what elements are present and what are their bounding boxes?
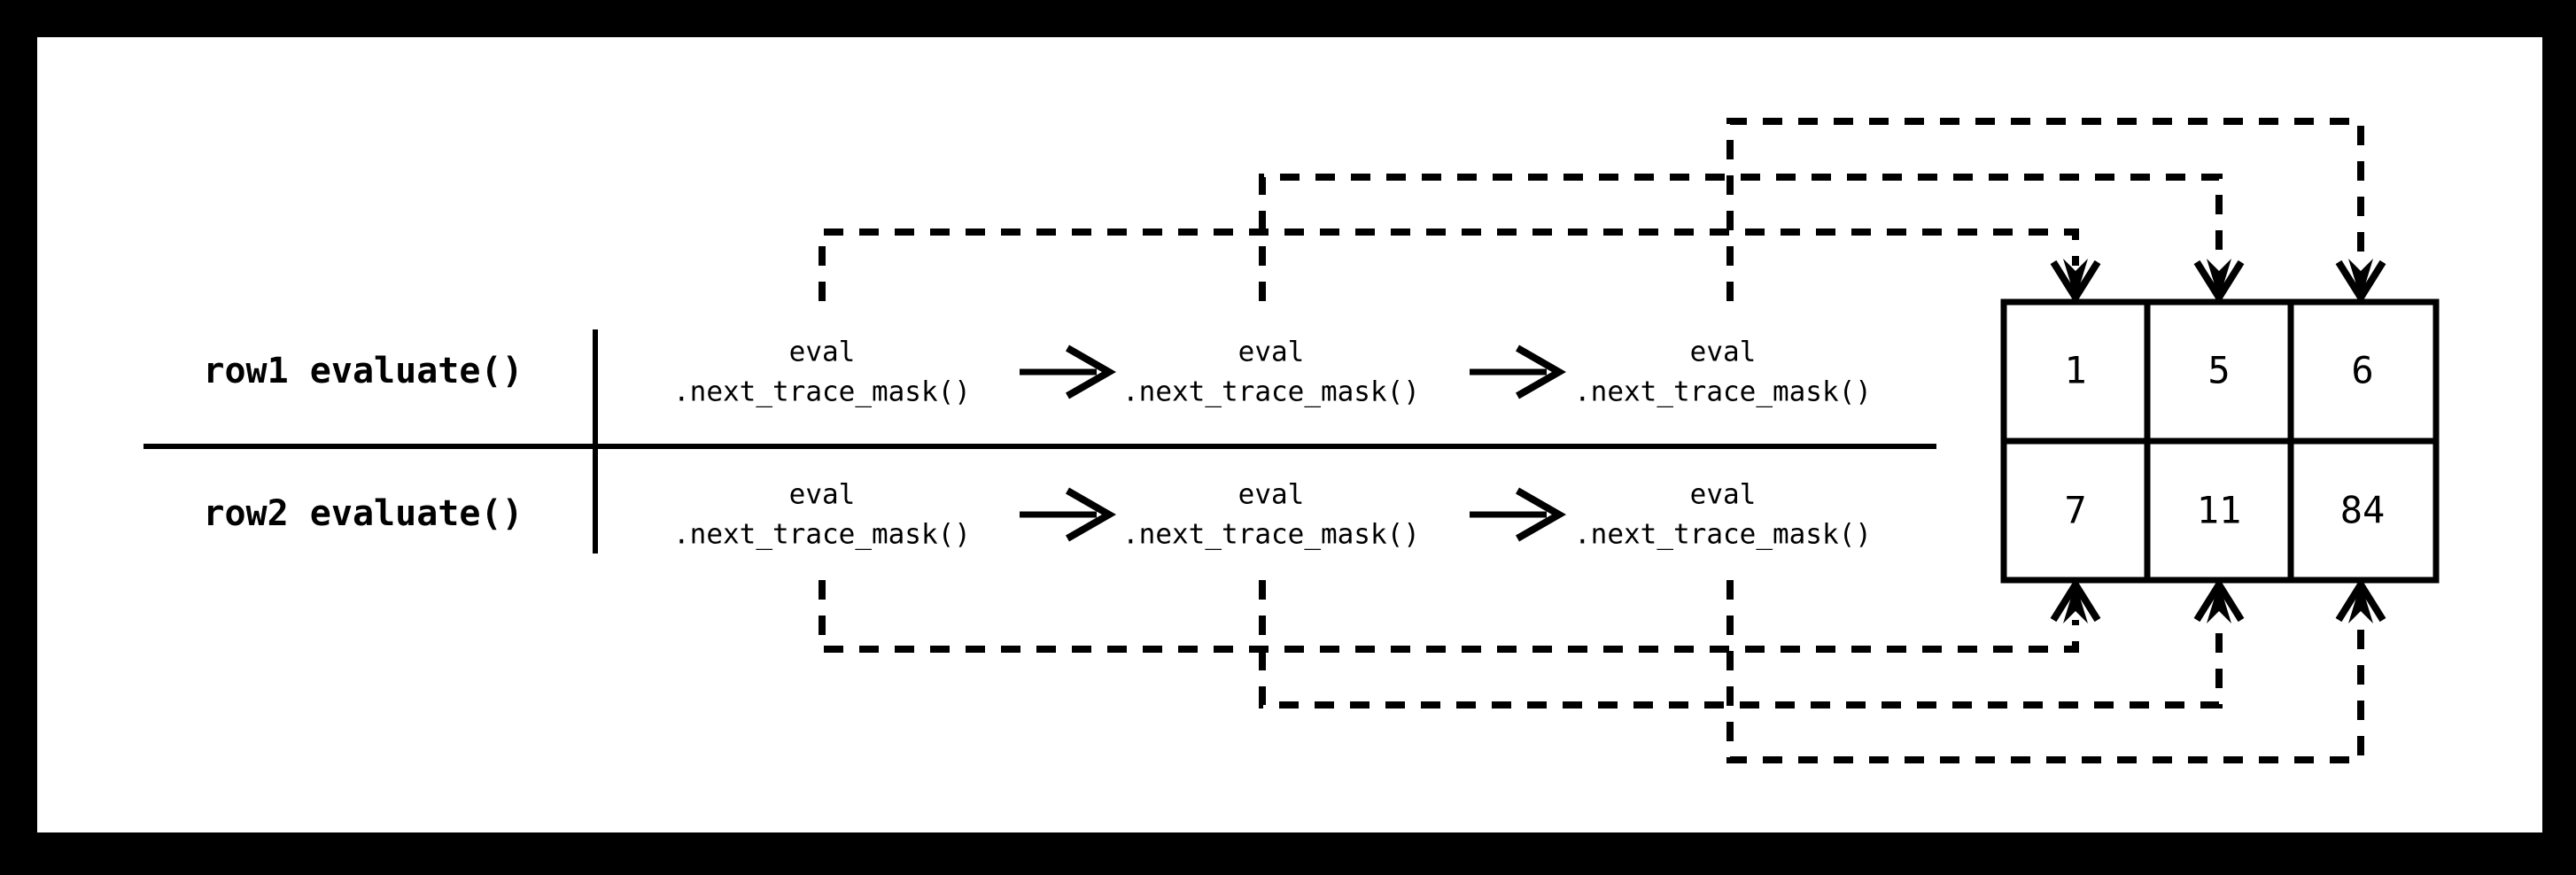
row1-stage-2-line2: .next_trace_mask(): [1122, 376, 1420, 408]
row2-stage1-to-col1-path: [819, 580, 2079, 653]
trace-cell-r1c2: 5: [2207, 349, 2230, 392]
trace-cell-r1c1: 1: [2064, 349, 2086, 392]
row1-stage2-to-col2-path: [1259, 174, 2223, 301]
trace-cell-r1c3: 6: [2351, 349, 2373, 392]
row1-col1-arrowhead-fill-icon: [2063, 259, 2088, 299]
row1-stage3-to-col3-path: [1726, 118, 2364, 301]
row2-stage-3-line2: .next_trace_mask(): [1574, 519, 1872, 551]
row1-stage1-to-col1-path: [819, 228, 2079, 301]
row1-flow-arrow-2-icon: [1470, 345, 1567, 399]
row2-to-table-connections: [819, 577, 2386, 763]
row1-stage-2: eval .next_trace_mask(): [1122, 337, 1420, 408]
row2-col3-arrowhead-fill-icon: [2348, 583, 2373, 623]
row1-flow-arrow-1-icon: [1020, 345, 1117, 399]
row2-stage-3-line1: eval: [1690, 479, 1757, 511]
trace-cell-r2c1: 7: [2064, 489, 2086, 532]
row1-stage-3-line1: eval: [1690, 337, 1757, 368]
row2-stage-1: eval .next_trace_mask(): [673, 479, 971, 551]
row2-flow-arrow-2-icon: [1470, 487, 1567, 542]
row1-stage-1: eval .next_trace_mask(): [673, 337, 971, 408]
row2-group: row2 evaluate() eval .next_trace_mask() …: [203, 479, 1872, 551]
row1-col3-arrowhead-fill-icon: [2348, 259, 2373, 299]
row2-col2-arrowhead-fill-icon: [2207, 583, 2231, 623]
row1-label: row1 evaluate(): [203, 351, 523, 391]
trace-cell-r2c3: 84: [2340, 489, 2386, 532]
row1-stage-3-line2: .next_trace_mask(): [1574, 376, 1872, 408]
row2-flow-arrow-1-icon: [1020, 487, 1117, 542]
row2-stage2-to-col2-path: [1259, 580, 2223, 709]
row1-stage-1-line2: .next_trace_mask(): [673, 376, 971, 408]
row2-stage-3: eval .next_trace_mask(): [1574, 479, 1872, 551]
row1-stage-1-line1: eval: [789, 337, 856, 368]
row2-stage-1-line2: .next_trace_mask(): [673, 519, 971, 551]
trace-table: 1 5 6 7 11 84: [2000, 298, 2440, 584]
row1-col2-arrowhead-fill-icon: [2207, 259, 2231, 299]
row2-stage-2-line1: eval: [1238, 479, 1305, 511]
row2-stage-2: eval .next_trace_mask(): [1122, 479, 1420, 551]
trace-cell-r2c2: 11: [2197, 489, 2242, 532]
row2-stage3-to-col3-path: [1726, 580, 2364, 763]
row1-to-table-connections: [819, 118, 2386, 305]
row2-stage-2-line2: .next_trace_mask(): [1122, 519, 1420, 551]
row2-col1-arrowhead-fill-icon: [2063, 583, 2088, 623]
row2-label: row2 evaluate(): [203, 493, 523, 534]
row1-stage-3: eval .next_trace_mask(): [1574, 337, 1872, 408]
row1-stage-2-line1: eval: [1238, 337, 1305, 368]
figure-canvas: [37, 37, 2542, 832]
row1-group: row1 evaluate() eval .next_trace_mask() …: [203, 337, 1872, 408]
row2-stage-1-line1: eval: [789, 479, 856, 511]
